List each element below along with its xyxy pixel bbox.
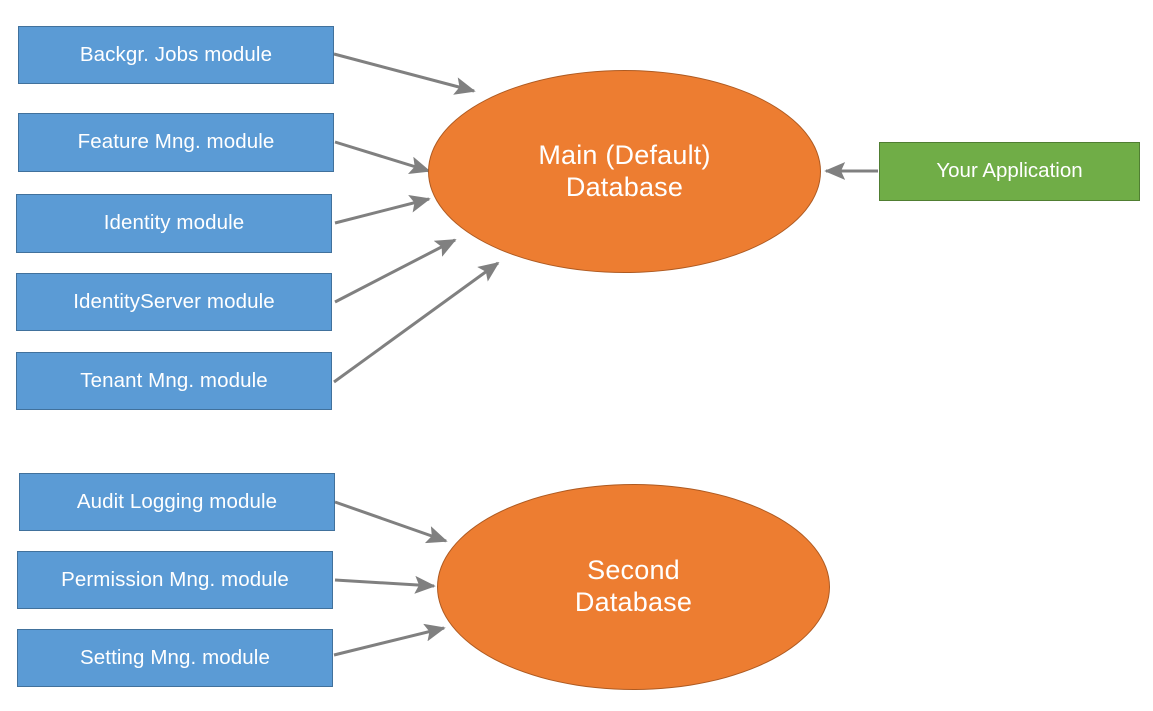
connector-setting-mng-to-second-db [333, 623, 446, 657]
second-database-label: Second Database [574, 555, 693, 617]
module-label-audit-logging: Audit Logging module [76, 489, 278, 513]
your-application-label: Your Application [936, 159, 1083, 183]
module-box-identityserver[interactable]: IdentityServer module [16, 273, 332, 331]
your-application-node[interactable]: Your Application [879, 142, 1140, 201]
module-label-identityserver: IdentityServer module [73, 289, 275, 313]
module-box-tenant-mng[interactable]: Tenant Mng. module [16, 352, 332, 410]
connector-permission-mng-to-second-db [334, 575, 436, 594]
module-label-permission-mng: Permission Mng. module [61, 567, 289, 591]
connector-identity-to-main-db [334, 195, 431, 225]
module-box-setting-mng[interactable]: Setting Mng. module [17, 629, 333, 687]
connector-backgr-jobs-to-main-db [333, 52, 476, 95]
module-label-setting-mng: Setting Mng. module [80, 645, 270, 669]
connector-identityserver-to-main-db [334, 238, 457, 304]
module-box-feature-mng[interactable]: Feature Mng. module [18, 113, 334, 172]
main-database-label: Main (Default) Database [538, 139, 711, 202]
main-database-node[interactable]: Main (Default) Database [428, 70, 821, 273]
module-label-identity: Identity module [103, 211, 245, 235]
connector-tenant-mng-to-main-db [333, 261, 500, 384]
module-box-identity[interactable]: Identity module [16, 194, 332, 253]
module-label-backgr-jobs: Backgr. Jobs module [79, 42, 273, 66]
connector-audit-logging-to-second-db [334, 500, 448, 544]
module-label-tenant-mng: Tenant Mng. module [80, 368, 268, 392]
module-label-feature-mng: Feature Mng. module [77, 130, 275, 154]
module-box-backgr-jobs[interactable]: Backgr. Jobs module [18, 26, 334, 84]
module-box-permission-mng[interactable]: Permission Mng. module [17, 551, 333, 609]
module-box-audit-logging[interactable]: Audit Logging module [19, 473, 335, 531]
connector-feature-mng-to-main-db [334, 140, 431, 174]
second-database-node[interactable]: Second Database [437, 484, 830, 690]
